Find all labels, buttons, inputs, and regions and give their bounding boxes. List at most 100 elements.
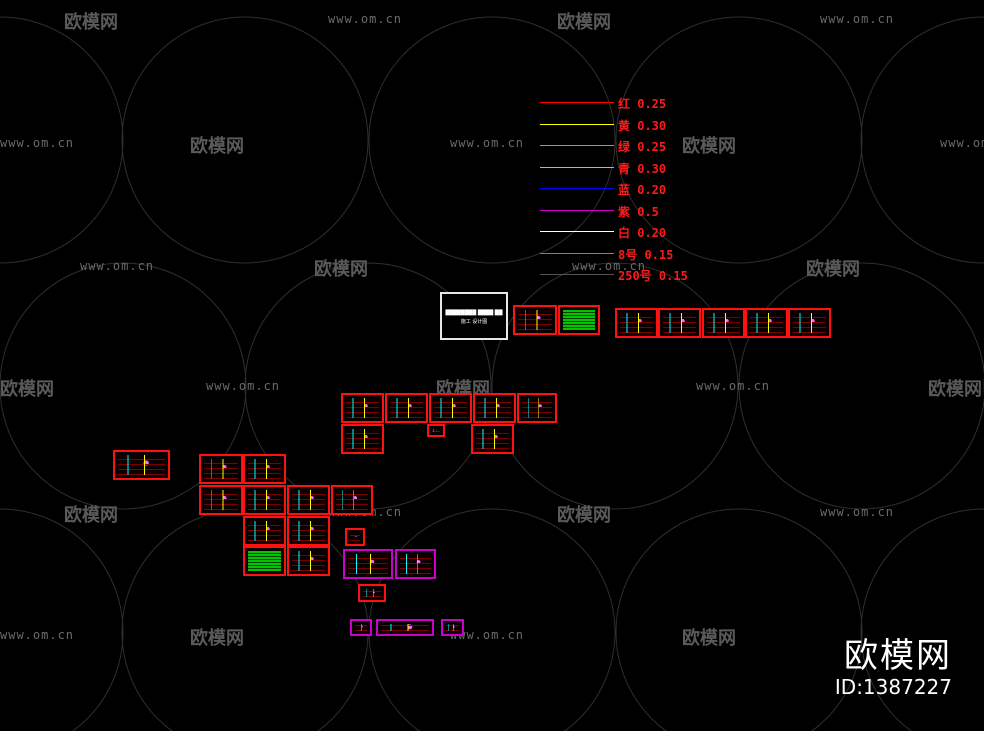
drawing-sheet-content (292, 490, 325, 510)
cover-sheet[interactable]: ████████ ████ ██ 施工 设计图 (440, 292, 508, 340)
watermark-logo-text: 欧模网 (314, 259, 368, 280)
drawing-sheet[interactable] (287, 485, 330, 515)
drawing-sheet-content (381, 624, 429, 631)
watermark-site-text: www.om.cn (572, 259, 647, 273)
watermark-circle (738, 262, 984, 510)
drawing-sheet[interactable] (331, 485, 373, 515)
drawing-sheet-content (248, 459, 281, 479)
drawing-sheet-content (707, 313, 740, 333)
drawing-sheet[interactable] (376, 619, 434, 636)
drawing-sheet-content (390, 398, 423, 418)
watermark-circle (615, 16, 863, 264)
drawing-sheet-content (204, 459, 238, 479)
watermark-logo-text: 欧模网 (557, 12, 611, 33)
watermark-circles (0, 16, 984, 731)
drawing-sheet[interactable] (113, 450, 170, 480)
drawing-sheet[interactable] (287, 516, 330, 546)
drawing-sheet-content (248, 490, 281, 510)
watermark-site-text: www.om.cn (80, 259, 155, 273)
drawing-sheet[interactable] (341, 393, 384, 423)
drawing-sheet[interactable] (243, 454, 286, 484)
watermark-site-text: www.om.cn (450, 628, 525, 642)
legend-swatch-line (540, 123, 614, 125)
watermark-site-text: www.om.cn (328, 12, 403, 26)
legend-label: 绿 0.25 (618, 140, 667, 154)
drawing-sheet-content (292, 551, 325, 571)
watermark-logo-text: 欧模网 (928, 379, 982, 400)
cover-title: ████████ ████ ██ (445, 310, 503, 316)
drawing-sheet-content (476, 429, 509, 449)
drawing-sheet-content (348, 554, 388, 574)
legend-label: 紫 0.5 (618, 204, 659, 219)
legend-label: 白 0.20 (618, 226, 667, 240)
watermark-circle (0, 508, 124, 731)
drawing-sheet-content (292, 521, 325, 541)
drawing-sheet[interactable] (287, 546, 330, 576)
drawing-sheet-content (248, 551, 281, 571)
watermark-circle (368, 16, 616, 264)
drawing-sheet[interactable] (243, 485, 286, 515)
drawing-sheet-content (400, 554, 431, 574)
legend-swatch-line (540, 188, 614, 189)
drawing-sheet[interactable] (243, 516, 286, 546)
drawing-sheet[interactable] (199, 454, 243, 484)
legend-swatch-line (540, 209, 614, 211)
drawing-sheet[interactable] (513, 305, 557, 335)
drawing-sheet-content (248, 521, 281, 541)
legend-swatch-line (540, 231, 614, 232)
drawing-sheet-content (346, 429, 379, 449)
drawing-sheet[interactable] (558, 305, 600, 335)
drawing-sheet[interactable] (341, 424, 384, 454)
drawing-sheet[interactable] (350, 619, 372, 636)
legend-swatch-line (540, 274, 614, 275)
drawing-sheet[interactable] (395, 549, 436, 579)
watermark-site-text: www.om.cn (0, 136, 75, 150)
drawing-sheet-content (563, 310, 595, 330)
drawing-sheet-content (355, 624, 367, 631)
legend-swatch-line (540, 145, 614, 146)
watermark-logo-text: 欧模网 (682, 136, 736, 157)
legend-label: 红 0.25 (618, 97, 667, 111)
watermark-circle (0, 16, 124, 264)
watermark-logo-text: 欧模网 (190, 136, 244, 157)
drawing-sheet[interactable] (702, 308, 745, 338)
drawing-sheet[interactable] (658, 308, 701, 338)
watermark-logo-text: 欧模网 (806, 259, 860, 280)
legend-swatch-line (540, 166, 614, 168)
watermark-circle (121, 16, 369, 264)
drawing-sheet[interactable] (243, 546, 286, 576)
brand-id: ID:1387227 (834, 675, 952, 699)
drawing-sheet[interactable] (345, 528, 365, 546)
watermark-circle (860, 508, 984, 731)
drawing-sheet[interactable] (517, 393, 557, 423)
drawing-sheet[interactable] (358, 584, 386, 602)
brand-name: 欧模网 (844, 636, 952, 676)
watermark-logo-text: 欧模网 (557, 505, 611, 526)
watermark-site-text: www.om.cn (450, 136, 525, 150)
drawing-sheet[interactable] (343, 549, 393, 579)
watermark-site-text: www.om.cn (940, 136, 984, 150)
watermark-logo-text: 欧模网 (0, 379, 54, 400)
watermark-circle (860, 16, 984, 264)
drawing-sheet-content (118, 455, 165, 475)
drawing-sheet-content (522, 398, 552, 418)
drawing-sheet-content (446, 624, 459, 631)
drawing-sheet[interactable] (745, 308, 788, 338)
drawing-sheet[interactable] (429, 393, 472, 423)
legend-swatch-line (540, 102, 614, 103)
drawing-sheet[interactable] (473, 393, 516, 423)
drawing-sheet-content (793, 313, 826, 333)
drawing-sheet[interactable] (427, 424, 445, 437)
drawing-sheet[interactable] (471, 424, 514, 454)
legend-label: 250号 0.15 (618, 269, 688, 283)
drawing-sheet-content (750, 313, 783, 333)
watermark-logo-text: 欧模网 (190, 628, 244, 649)
drawing-sheet-content (478, 398, 511, 418)
legend-label: 青 0.30 (618, 161, 667, 176)
drawing-sheet[interactable] (441, 619, 464, 636)
drawing-sheet[interactable] (199, 485, 243, 515)
drawing-sheet[interactable] (615, 308, 658, 338)
drawing-sheet[interactable] (788, 308, 831, 338)
drawing-sheet[interactable] (385, 393, 428, 423)
